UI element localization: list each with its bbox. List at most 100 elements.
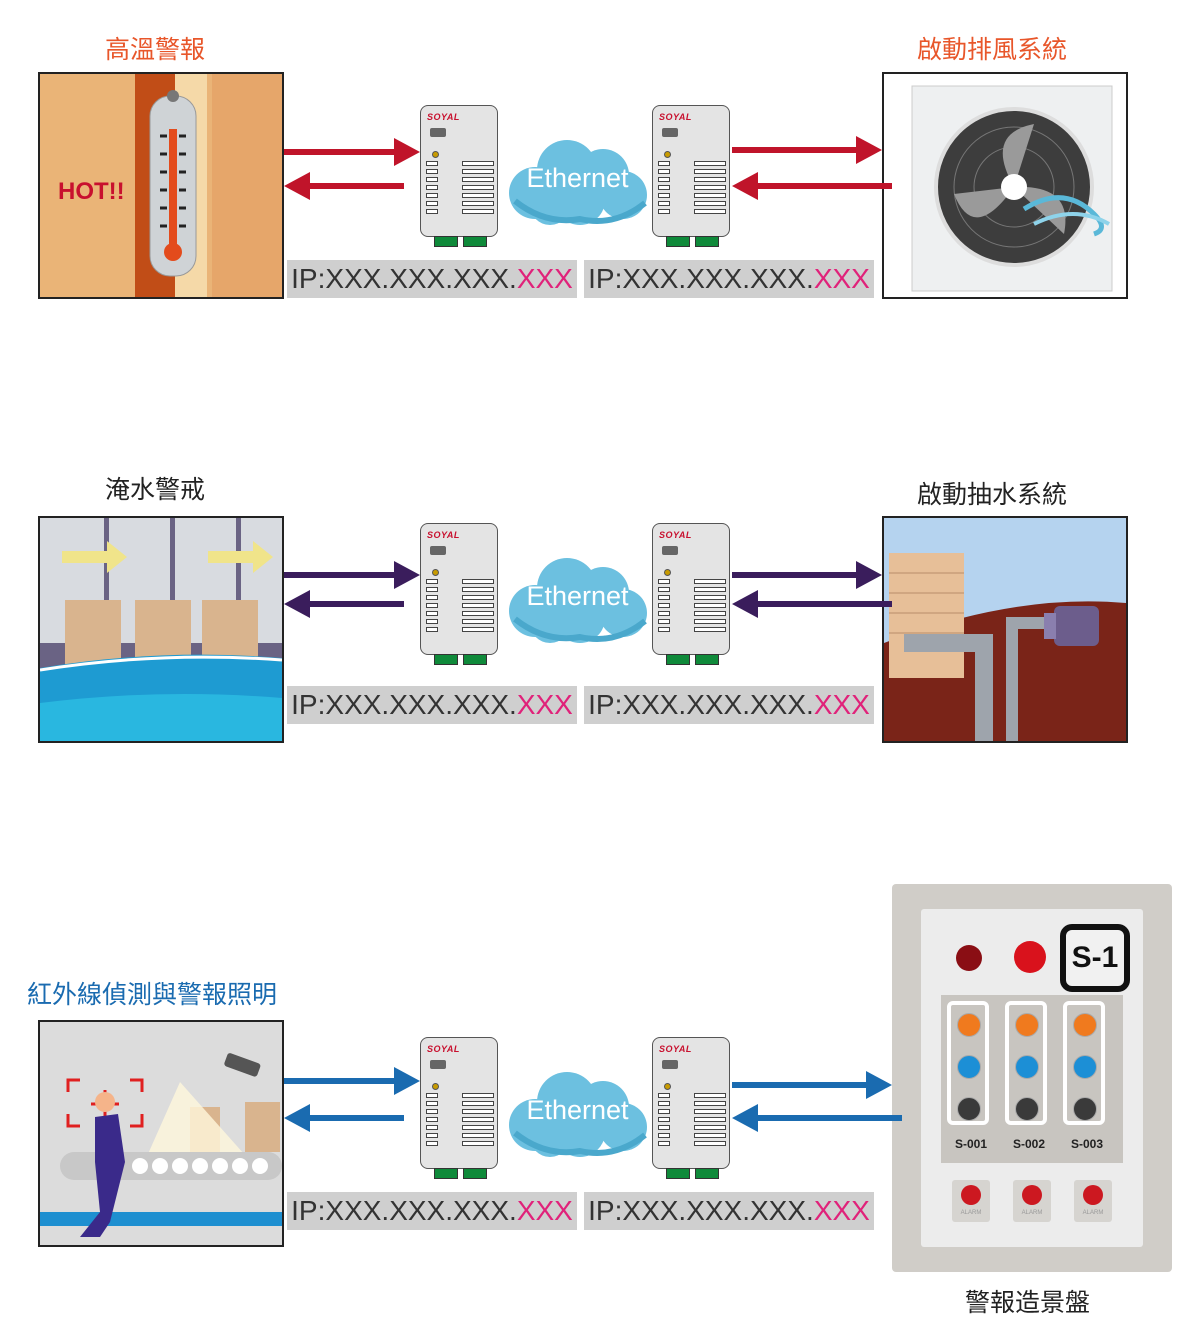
arrow-left bbox=[732, 1104, 902, 1132]
ethernet-cloud: Ethernet bbox=[505, 135, 650, 225]
arrow-left bbox=[732, 590, 892, 618]
device-display bbox=[430, 128, 446, 137]
ip-suffix: XXX bbox=[516, 689, 573, 720]
cloud-label: Ethernet bbox=[526, 581, 629, 611]
arrow-left bbox=[732, 172, 892, 200]
indicator-light-red bbox=[1014, 941, 1046, 973]
cloud-icon bbox=[509, 140, 647, 225]
vent-slot bbox=[694, 169, 726, 174]
alarm-button-light bbox=[961, 1185, 981, 1205]
zone-label: S-001 bbox=[954, 1137, 988, 1151]
zone-1 bbox=[947, 1001, 989, 1125]
vent-slot bbox=[658, 603, 670, 608]
brand-label: SOYAL bbox=[427, 1044, 460, 1054]
vent-slot bbox=[694, 1117, 726, 1122]
title-start-pump: 啟動抽水系統 bbox=[917, 480, 1068, 509]
arrow-right bbox=[284, 561, 420, 589]
zone-label: S-003 bbox=[1070, 1137, 1104, 1151]
vent-slot bbox=[658, 1117, 670, 1122]
vent-slot bbox=[658, 1093, 670, 1098]
vent-slot bbox=[658, 161, 670, 166]
vent-slot bbox=[658, 619, 670, 624]
ip-address-label: IP:XXX.XXX.XXX.XXX bbox=[287, 260, 577, 298]
device-body: SOYAL bbox=[420, 1037, 498, 1169]
vent-slot bbox=[658, 177, 670, 182]
vent-slot bbox=[462, 1101, 494, 1106]
arrow-left bbox=[284, 1104, 404, 1132]
cloud-label: Ethernet bbox=[526, 163, 629, 193]
vent-slot bbox=[462, 619, 494, 624]
vent-slot bbox=[658, 193, 670, 198]
vent-slot bbox=[658, 1133, 670, 1138]
zone-3 bbox=[1063, 1001, 1105, 1125]
ip-suffix: XXX bbox=[813, 263, 870, 294]
ethernet-cloud: Ethernet bbox=[505, 1067, 650, 1157]
title-alarm-panel: 警報造景盤 bbox=[965, 1288, 1091, 1317]
vent-slot bbox=[426, 1125, 438, 1130]
ip-address-label: IP:XXX.XXX.XXX.XXX bbox=[584, 1192, 874, 1230]
terminal-block bbox=[666, 654, 690, 665]
infrared-detection-icon bbox=[40, 1022, 282, 1245]
arrow-right bbox=[732, 1071, 892, 1099]
vent-slot bbox=[694, 587, 726, 592]
alarm-button[interactable]: ALARM bbox=[952, 1180, 990, 1222]
device-body: SOYAL bbox=[420, 523, 498, 655]
device-display bbox=[662, 128, 678, 137]
vent-slot bbox=[658, 185, 670, 190]
alarm-button[interactable]: ALARM bbox=[1013, 1180, 1051, 1222]
alarm-button-light bbox=[1022, 1185, 1042, 1205]
device-display bbox=[430, 1060, 446, 1069]
infrared-scene bbox=[38, 1020, 284, 1247]
status-led bbox=[664, 569, 671, 576]
vent-slot bbox=[462, 161, 494, 166]
vent-slot bbox=[426, 1117, 438, 1122]
title-infrared-detection: 紅外線偵測與警報照明 bbox=[27, 980, 278, 1009]
vent-slot bbox=[658, 209, 670, 214]
vent-slot bbox=[462, 169, 494, 174]
vent-slot bbox=[658, 579, 670, 584]
flood-warehouse-icon bbox=[40, 518, 282, 741]
orange-light bbox=[1073, 1013, 1097, 1037]
ip-prefix: IP:XXX.XXX.XXX. bbox=[588, 263, 814, 294]
vent-slot bbox=[462, 627, 494, 632]
vent-slot bbox=[694, 185, 726, 190]
device-body: SOYAL bbox=[652, 523, 730, 655]
soyal-controller: SOYAL bbox=[652, 1037, 730, 1179]
terminal-block bbox=[666, 236, 690, 247]
alarm-button-label: ALARM bbox=[1021, 1210, 1043, 1216]
vent-slot bbox=[462, 595, 494, 600]
vent-slot bbox=[658, 1141, 670, 1146]
vent-slot bbox=[462, 1141, 494, 1146]
vent-slot bbox=[658, 1109, 670, 1114]
brand-label: SOYAL bbox=[659, 1044, 692, 1054]
ip-address-label: IP:XXX.XXX.XXX.XXX bbox=[584, 260, 874, 298]
black-light bbox=[1073, 1097, 1097, 1121]
vent-slot bbox=[462, 209, 494, 214]
vent-slot bbox=[658, 587, 670, 592]
brand-label: SOYAL bbox=[659, 112, 692, 122]
title-start-exhaust: 啟動排風系統 bbox=[917, 35, 1068, 64]
ip-address-label: IP:XXX.XXX.XXX.XXX bbox=[287, 686, 577, 724]
vent-slot bbox=[694, 1101, 726, 1106]
vent-slot bbox=[426, 587, 438, 592]
status-led bbox=[432, 569, 439, 576]
water-pump-icon bbox=[884, 553, 1126, 741]
ip-suffix: XXX bbox=[813, 689, 870, 720]
vent-slot bbox=[694, 627, 726, 632]
cloud-icon bbox=[509, 1072, 647, 1157]
alarm-button[interactable]: ALARM bbox=[1074, 1180, 1112, 1222]
terminal-block bbox=[434, 1168, 458, 1179]
vent-slot bbox=[694, 595, 726, 600]
vent-slot bbox=[694, 619, 726, 624]
ethernet-cloud: Ethernet bbox=[505, 553, 650, 643]
title-flood-alert: 淹水警戒 bbox=[105, 475, 206, 504]
vent-slot bbox=[694, 611, 726, 616]
arrow-right bbox=[732, 136, 882, 164]
status-led bbox=[432, 151, 439, 158]
ip-address-label: IP:XXX.XXX.XXX.XXX bbox=[584, 686, 874, 724]
ip-prefix: IP:XXX.XXX.XXX. bbox=[588, 689, 814, 720]
thermometer-icon bbox=[135, 74, 282, 297]
blue-light bbox=[1073, 1055, 1097, 1079]
vent-slot bbox=[462, 611, 494, 616]
